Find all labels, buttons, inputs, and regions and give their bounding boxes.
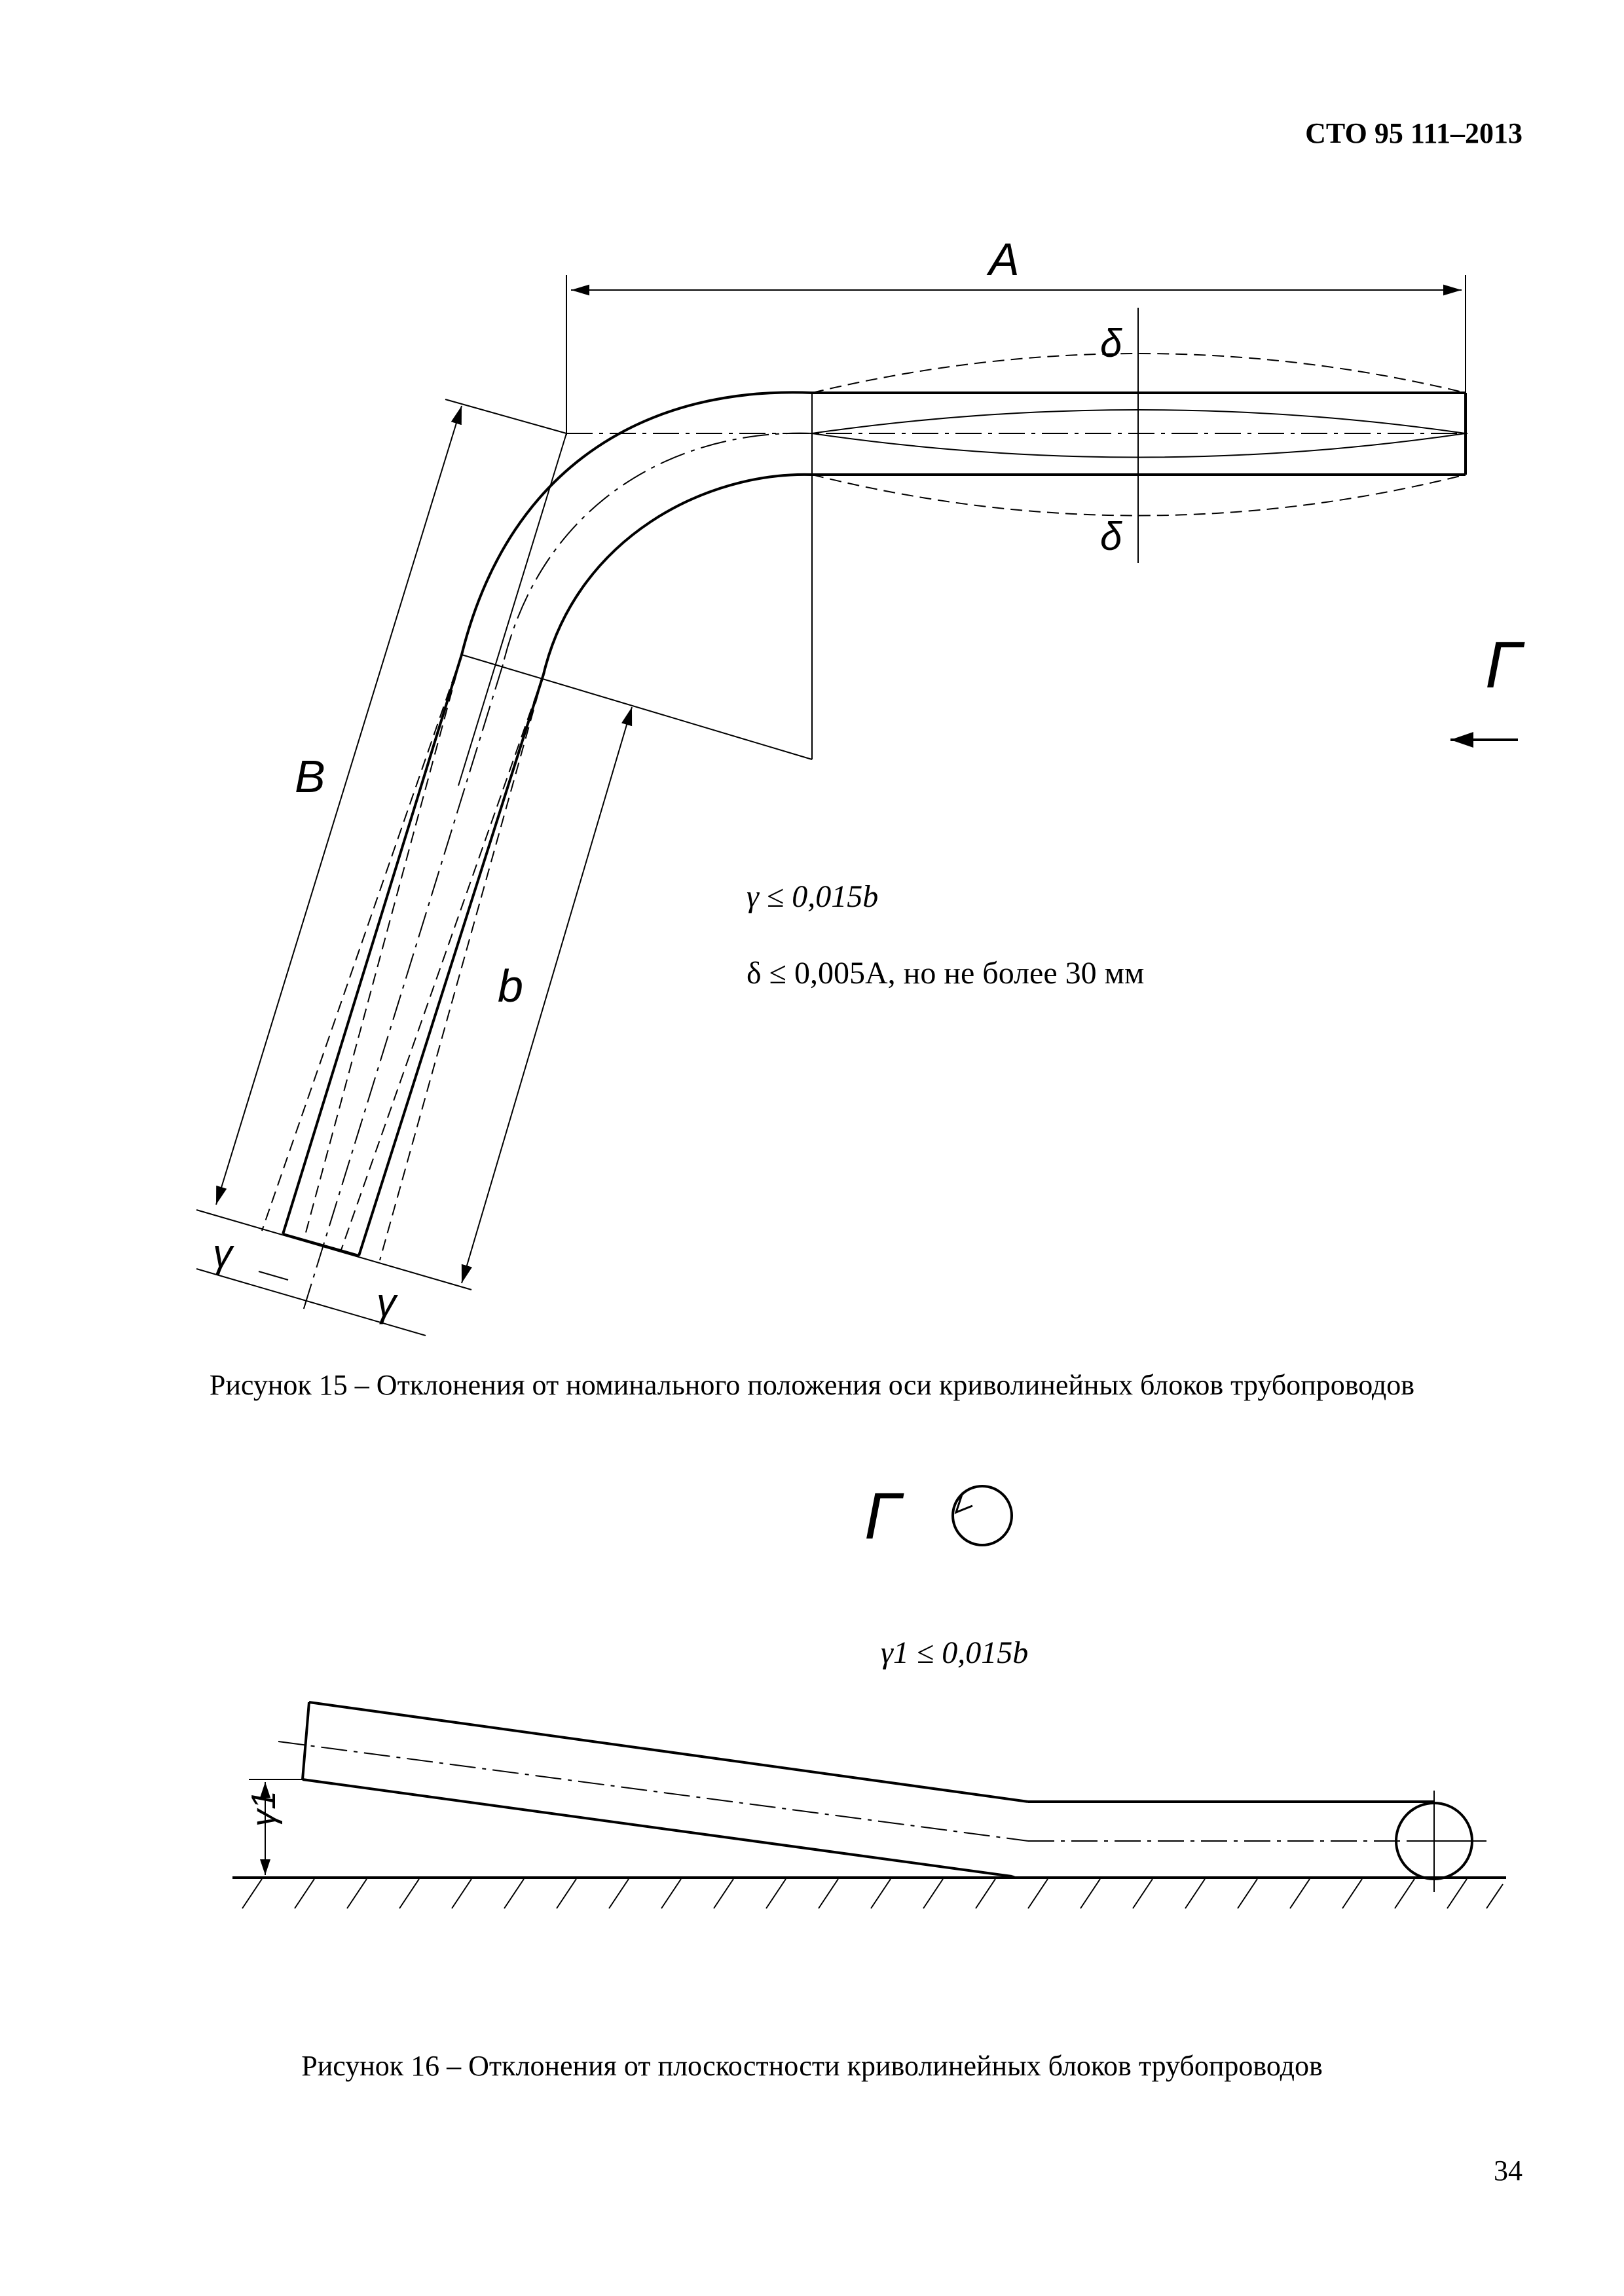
formula-delta: δ ≤ 0,005A, но не более 30 мм (747, 956, 1144, 991)
label-b: b (498, 960, 523, 1011)
label-A: A (986, 234, 1020, 285)
label-gamma1: γ1 (245, 1791, 283, 1827)
label-delta-top: δ (1100, 321, 1122, 365)
label-view-G-2: Г (864, 1480, 904, 1553)
document-code: СТО 95 111–2013 (1305, 117, 1522, 149)
page-number: 34 (1494, 2155, 1522, 2187)
formula-gamma: γ ≤ 0,015b (747, 879, 878, 914)
label-delta-bottom: δ (1100, 515, 1122, 558)
figure-16-caption: Рисунок 16 – Отклонения от плоскостности… (301, 2050, 1323, 2082)
label-view-G: Г (1485, 629, 1525, 702)
figure-15-caption: Рисунок 15 – Отклонения от номинального … (209, 1369, 1415, 1401)
label-B: B (295, 751, 325, 802)
figure-15-drawing: A δ δ B b γ γ Г γ ≤ 0,015b δ ≤ 0,005A, н… (196, 234, 1525, 1336)
label-gamma-left: γ (213, 1231, 234, 1275)
formula-gamma1: γ1 ≤ 0,015b (881, 1635, 1028, 1670)
label-gamma-right: γ (377, 1281, 398, 1324)
